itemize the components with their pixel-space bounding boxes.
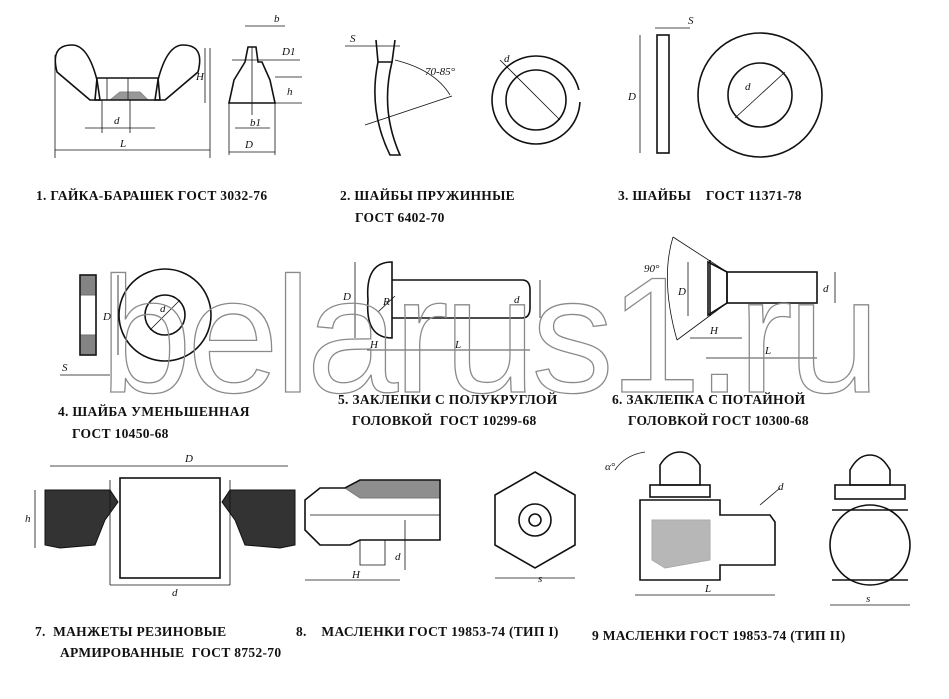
dim-alpha: α° [605,461,616,473]
dim-d: d [504,53,510,65]
grease-fitting-type1-drawing: H d s [304,471,576,585]
spring-washer-drawing: S 70-85° d [345,33,584,156]
dim-D: D [102,311,111,323]
dim-D: D [184,453,193,465]
round-head-rivet-drawing: D R d H L [342,261,541,351]
dim-L: L [454,339,461,351]
washer-drawing: S D d [627,15,823,158]
dim-H: H [369,339,379,351]
dim-b1: b1 [250,117,261,129]
caption-5-line1: 5. ЗАКЛЕПКИ С ПОЛУКРУГЛОЙ [338,392,558,407]
dim-s: s [538,573,542,585]
dim-angle: 90° [644,263,660,275]
dim-b: b [274,13,280,25]
dim-d: d [395,551,401,563]
dim-d: d [160,303,166,315]
caption-9: 9 МАСЛЕНКИ ГОСТ 19853-74 (ТИП II) [592,628,846,643]
dim-D: D [627,91,636,103]
dim-d: d [114,115,120,127]
dim-H: H [709,325,719,337]
caption-7-line1: 7. МАНЖЕТЫ РЕЗИНОВЫЕ [35,624,226,639]
dim-h: h [25,513,31,525]
dim-H: H [351,569,361,581]
caption-1: 1. ГАЙКА-БАРАШЕК ГОСТ 3032-76 [36,188,267,203]
wing-nut-drawing: d L H b D1 h D b1 [54,13,302,158]
caption-2-line2: ГОСТ 6402-70 [355,210,445,225]
dim-H: H [195,71,205,83]
dim-L: L [119,138,126,150]
grease-fitting-type2-drawing: α° d L s [605,451,911,606]
dim-S: S [350,33,356,45]
dim-D1: D1 [281,46,295,58]
dim-d: d [745,81,751,93]
dim-L: L [764,345,771,357]
dim-L: L [704,583,711,595]
reduced-washer-drawing: D S d [60,268,212,376]
dim-s: s [866,593,870,605]
dim-D: D [677,286,686,298]
dim-S: S [62,362,68,374]
dim-angle: 70-85° [425,66,456,78]
dim-d: d [514,294,520,306]
caption-2-line1: 2. ШАЙБЫ ПРУЖИННЫЕ [340,188,515,203]
caption-5-line2: ГОЛОВКОЙ ГОСТ 10299-68 [352,413,537,428]
caption-7-line2: АРМИРОВАННЫЕ ГОСТ 8752-70 [60,645,281,660]
dim-D: D [342,291,351,303]
dim-h: h [287,86,293,98]
watermark: belarus1.ru [100,243,880,427]
dim-R: R [382,296,390,308]
dim-S: S [688,15,694,27]
caption-4-line2: ГОСТ 10450-68 [72,426,169,441]
dim-D: D [244,139,253,151]
rubber-seal-drawing: D h d [25,453,296,599]
caption-4-line1: 4. ШАЙБА УМЕНЬШЕННАЯ [58,404,250,419]
caption-8: 8. МАСЛЕНКИ ГОСТ 19853-74 (ТИП I) [296,624,559,639]
dim-d: d [172,587,178,599]
caption-6-line2: ГОЛОВКОЙ ГОСТ 10300-68 [628,413,809,428]
caption-3: 3. ШАЙБЫ ГОСТ 11371-78 [618,188,802,203]
dim-d: d [778,481,784,493]
caption-6-line1: 6. ЗАКЛЕПКА С ПОТАЙНОЙ [612,392,806,407]
countersunk-rivet-drawing: 90° D d H L [644,236,836,359]
dim-d: d [823,283,829,295]
